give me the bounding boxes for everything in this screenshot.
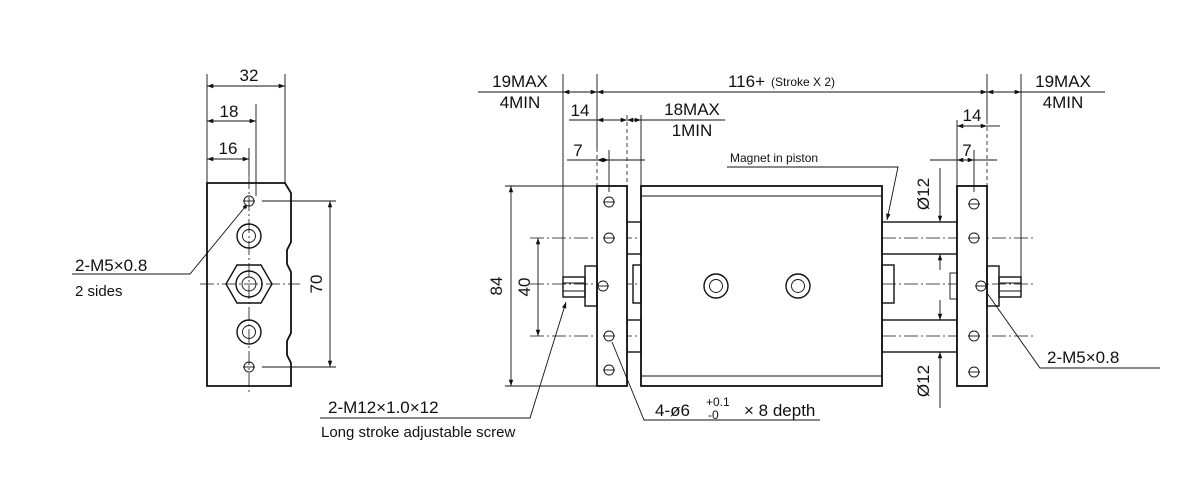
side-small-hole [243, 361, 255, 373]
cylinder-body [640, 185, 883, 387]
dim-adjust-min-left: 4MIN [500, 93, 541, 112]
left-adjust-screw [562, 265, 598, 307]
screw-callout: 2-M12×1.0×12 [328, 398, 439, 417]
dim-gap-max: 18MAX [664, 100, 720, 119]
holes-callout-suffix: × 8 depth [744, 401, 815, 420]
dim-plate-left: 14 [571, 101, 590, 120]
right-plate-hole [968, 198, 980, 210]
right-plate-hole [968, 330, 980, 342]
side-port-leader [72, 205, 247, 275]
left-plate-hole [603, 364, 615, 376]
right-port-callout: 2-M5×0.8 [1047, 348, 1119, 367]
right-plate-hole [968, 232, 980, 244]
right-adjust-screw [986, 265, 1022, 307]
side-port-hole [236, 223, 262, 249]
dim-rod-pitch: 40 [515, 278, 534, 297]
dim-total-label: 116+ [728, 72, 765, 91]
screw-note: Long stroke adjustable screw [321, 424, 515, 441]
side-port-note: 2 sides [75, 283, 123, 300]
dim-height-84: 84 [487, 277, 506, 296]
left-plate-hole [597, 280, 609, 292]
holes-leader [611, 341, 820, 421]
dim-rod-dia-bottom: Ø12 [914, 365, 933, 397]
left-plate-hole [603, 232, 615, 244]
dim-hole-right: 7 [962, 141, 971, 160]
front-view: 19MAX 4MIN 116+ (Stroke X 2) 19MAX 4MIN … [320, 72, 1160, 441]
side-port-hole [236, 319, 262, 345]
magnet-leader [727, 166, 899, 221]
right-plate-hole [975, 280, 987, 292]
dim-plate-right: 14 [963, 106, 982, 125]
left-plate-hole [603, 330, 615, 342]
dim-hole-16-label: 16 [219, 139, 238, 158]
body-port [703, 273, 729, 299]
right-stopper [949, 272, 958, 300]
dim-adjust-max-right: 19MAX [1035, 72, 1091, 91]
left-plate-hole [603, 196, 615, 208]
side-hex-fitting [225, 264, 273, 304]
dim-gap-min: 1MIN [672, 121, 713, 140]
dim-hole-left: 7 [573, 141, 582, 160]
side-small-hole [243, 195, 255, 207]
dim-adjust-min-right: 4MIN [1043, 93, 1084, 112]
dim-hole-18-label: 18 [220, 102, 239, 121]
dim-height-label: 70 [307, 275, 326, 294]
dim-width-label: 32 [240, 66, 259, 85]
dim-rod-dia-top: Ø12 [914, 178, 933, 210]
left-rod-nub [632, 264, 642, 304]
magnet-label: Magnet in piston [730, 151, 818, 165]
screw-leader [320, 301, 567, 419]
body-port [785, 273, 811, 299]
right-plate-hole [968, 366, 980, 378]
holes-tol-upper: +0.1 [706, 395, 730, 409]
side-view: 32 18 16 70 2-M5×0.8 2 sides [72, 66, 336, 392]
right-port-leader [986, 292, 1160, 369]
side-port-callout: 2-M5×0.8 [75, 256, 147, 275]
magnet-piston [881, 264, 895, 304]
dim-adjust-max-left: 19MAX [492, 72, 548, 91]
dim-total-note: (Stroke X 2) [771, 75, 835, 89]
holes-callout-prefix: 4-ø6 [655, 401, 690, 420]
holes-tol-lower: -0 [708, 408, 719, 422]
